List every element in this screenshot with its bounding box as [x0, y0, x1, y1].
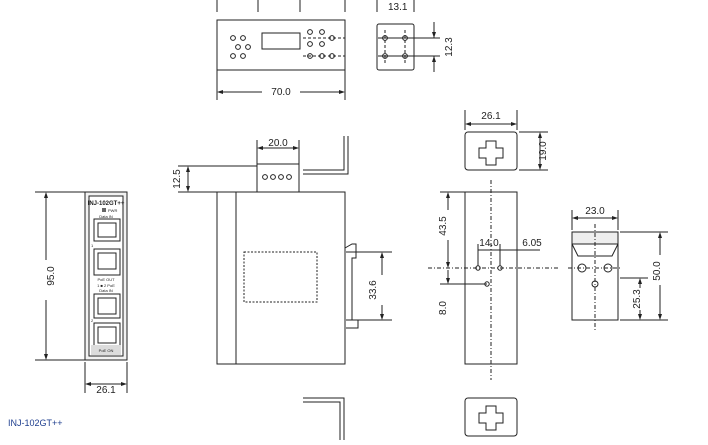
top-right-view: [376, 0, 440, 72]
dim-rail-height: 19.0: [538, 141, 549, 161]
poe-legend: 1 ■ 2 PoE: [97, 283, 115, 288]
dim-rail-width: 26.1: [481, 111, 501, 122]
port-label-1: 1: [91, 243, 94, 248]
dim-side-width: 20.0: [268, 138, 288, 149]
dim-front-height: 95.0: [46, 266, 57, 286]
rail-bottom: [464, 397, 518, 437]
port-label-2: 2: [91, 318, 94, 323]
side-view-label-area: [243, 251, 318, 303]
front-panel-title: INJ-102GT++: [88, 201, 125, 207]
din-clip-view: [568, 210, 668, 330]
poe-out-label: PoE OUT: [97, 277, 115, 282]
rail-top: [464, 131, 518, 171]
data-in-label-2: Data IN: [99, 288, 113, 293]
dim-rear-lower: 8.0: [438, 301, 449, 315]
dim-label-height: 33.6: [368, 280, 379, 300]
dim-rear-upper: 43.5: [438, 216, 449, 236]
dim-clip-height: 50.0: [652, 261, 663, 281]
top-view-window: [261, 32, 301, 50]
pwr-led: [102, 208, 106, 212]
side-view: [178, 136, 392, 440]
dim-rear-hole-spacing: 14.0: [479, 238, 499, 249]
rj45-ports: [93, 218, 121, 348]
top-right-body: [376, 23, 415, 71]
dim-top-partial: 13.1: [388, 2, 408, 13]
dim-clip-width: 23.0: [585, 206, 605, 217]
front-panel-labels: INJ-102GT++ PWR Data IN 1 PoE OUT 1 ■ 2 …: [88, 201, 125, 353]
front-panel-footer: PoE ON: [99, 348, 114, 353]
din-bracket-bottom: [303, 397, 345, 440]
dim-front-width: 26.1: [96, 385, 116, 396]
front-panel-view: [35, 191, 128, 393]
dim-rear-hole-offset: 6.05: [522, 238, 542, 249]
top-view: [216, 0, 346, 100]
model-caption: INJ-102GT++: [8, 418, 63, 428]
cross-icon: [478, 405, 504, 431]
dim-top-height: 12.3: [444, 37, 455, 57]
data-in-label-1: Data IN: [99, 214, 113, 219]
dim-side-offset: 12.5: [172, 169, 183, 189]
dim-clip-lower: 25.3: [632, 289, 643, 309]
terminal-block: [256, 163, 300, 193]
dimension-labels: 13.1 12.3 70.0 20.0 12.5 95.0 26.1 33.6 …: [46, 2, 663, 396]
dim-top-width: 70.0: [271, 87, 291, 98]
rear-view: [428, 110, 560, 437]
cross-icon: [478, 140, 504, 166]
pwr-label: PWR: [108, 208, 117, 213]
din-clip: [344, 243, 359, 329]
din-bracket: [303, 136, 345, 171]
